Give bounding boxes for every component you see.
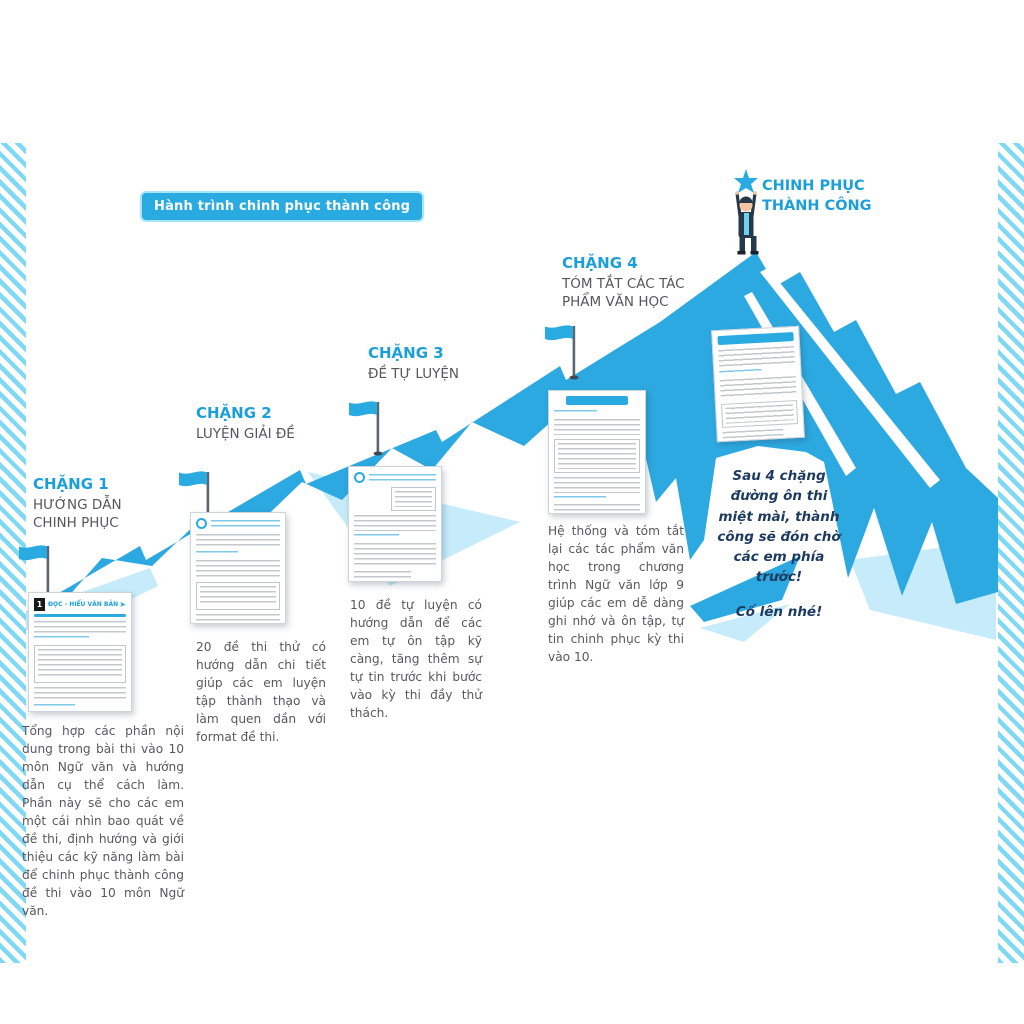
doc-text-lines xyxy=(200,586,276,606)
doc-table-box xyxy=(554,439,640,473)
journey-title-badge: Hành trình chinh phục thành công xyxy=(140,191,425,222)
flag-icon xyxy=(349,401,383,456)
mountain-foot-wedge xyxy=(700,604,790,642)
stage-4-subtitle: TÓM TẮT CÁC TÁC PHẨM VĂN HỌC xyxy=(562,276,685,310)
summit-label-line1: CHINH PHỤC xyxy=(762,178,865,194)
stage-3-name: CHẶNG 3 xyxy=(368,344,444,362)
doc-text-lines xyxy=(354,543,436,567)
summit-figure xyxy=(734,169,759,255)
doc-text-lines xyxy=(34,636,90,641)
doc-text-lines xyxy=(196,560,280,578)
doc-text-lines xyxy=(554,504,640,513)
doc-rule xyxy=(34,614,126,617)
doc-text-lines xyxy=(395,491,432,507)
doc-header xyxy=(354,472,436,483)
decorative-stripe-right xyxy=(998,143,1024,963)
doc-title: ĐỌC - HIỂU VĂN BẢN xyxy=(48,601,119,608)
doc-table-box xyxy=(34,645,126,683)
doc-text-lines xyxy=(554,477,640,493)
stage-3-subtitle: ĐỀ TỰ LUYỆN xyxy=(368,366,460,382)
doc-logo-icon xyxy=(196,518,207,529)
stage-3-label: CHẶNG 3 ĐỀ TỰ LUYỆN xyxy=(368,344,488,384)
doc-text-lines xyxy=(196,614,280,623)
doc-table-box xyxy=(720,399,799,428)
stage-4-label: CHẶNG 4 TÓM TẮT CÁC TÁC PHẨM VĂN HỌC xyxy=(562,254,690,311)
stage-1-description: Tổng hợp các phần nội dung trong bài thi… xyxy=(22,724,184,919)
doc-text-lines xyxy=(354,515,436,531)
message-text: Sau 4 chặng đường ôn thi miệt mài, thành… xyxy=(717,468,841,586)
stage-1-subtitle: HƯỚNG DẪN CHINH PHỤC xyxy=(33,497,122,531)
summit-star-icon xyxy=(734,169,758,193)
stage-2-name: CHẶNG 2 xyxy=(196,404,272,422)
encouragement-message: Sau 4 chặng đường ôn thi miệt mài, thành… xyxy=(712,466,846,622)
doc-text-lines xyxy=(369,473,436,482)
stage-4-description: Hệ thống và tóm tắt lại các tác phẩm văn… xyxy=(548,524,684,665)
summit-doc-thumbnail xyxy=(711,325,805,443)
doc-text-lines xyxy=(558,443,636,469)
doc-text-lines xyxy=(725,404,794,424)
doc-header xyxy=(717,332,794,346)
stage-2-label: CHẶNG 2 LUYỆN GIẢI ĐỀ xyxy=(196,404,326,444)
summit-label-line2: THÀNH CÔNG xyxy=(762,198,872,215)
doc-text-lines xyxy=(718,346,796,369)
doc-text-lines xyxy=(34,687,126,701)
mountain-foot-wedge xyxy=(690,556,800,622)
doc-text-lines xyxy=(554,410,597,415)
stage-3-description: 10 đề tự luyện có hướng dẫn để các em tự… xyxy=(350,598,482,721)
stage-3-doc-thumbnail xyxy=(348,466,442,582)
flag-icon xyxy=(545,325,579,380)
doc-header xyxy=(566,396,628,405)
doc-text-lines xyxy=(554,419,640,435)
doc-table-box xyxy=(196,582,280,610)
stage-1-doc-thumbnail: 1 ĐỌC - HIỂU VĂN BẢN ➤ xyxy=(28,592,132,712)
stage-4-doc-thumbnail xyxy=(548,390,646,514)
doc-text-lines xyxy=(196,534,280,548)
doc-text-lines xyxy=(719,376,797,400)
summit-success-label: CHINH PHỤC THÀNH CÔNG xyxy=(762,176,872,217)
doc-text-lines xyxy=(354,571,412,581)
doc-tab-number: 1 xyxy=(34,598,45,611)
mountain-main-shape xyxy=(26,252,998,612)
doc-text-lines xyxy=(211,519,280,528)
snow-streak xyxy=(760,268,940,488)
paper-plane-icon: ➤ xyxy=(119,600,126,609)
stage-4-name: CHẶNG 4 xyxy=(562,254,638,272)
stage-4-flag xyxy=(542,320,582,384)
doc-text-lines xyxy=(34,704,76,709)
stage-1-name: CHẶNG 1 xyxy=(33,475,109,493)
stage-3-flag xyxy=(346,396,386,460)
stage-1-label: CHẶNG 1 HƯỚNG DẪN CHINH PHỤC xyxy=(33,475,143,532)
doc-logo-icon xyxy=(354,472,365,483)
message-cheer: Cố lên nhé! xyxy=(735,603,823,620)
doc-text-lines xyxy=(196,551,238,556)
doc-text-lines xyxy=(554,496,606,501)
doc-header: 1 ĐỌC - HIỂU VĂN BẢN ➤ xyxy=(34,598,126,611)
doc-text-lines xyxy=(719,368,762,377)
doc-text-lines xyxy=(354,534,400,539)
doc-table-box xyxy=(391,487,436,511)
stage-2-description: 20 đề thi thử có hướng dẫn chi tiết giúp… xyxy=(196,640,326,745)
doc-header xyxy=(196,518,280,529)
stage-2-subtitle: LUYỆN GIẢI ĐỀ xyxy=(196,426,295,442)
doc-text-lines xyxy=(34,621,126,633)
doc-text-lines xyxy=(38,649,122,679)
stage-2-doc-thumbnail xyxy=(190,512,286,624)
